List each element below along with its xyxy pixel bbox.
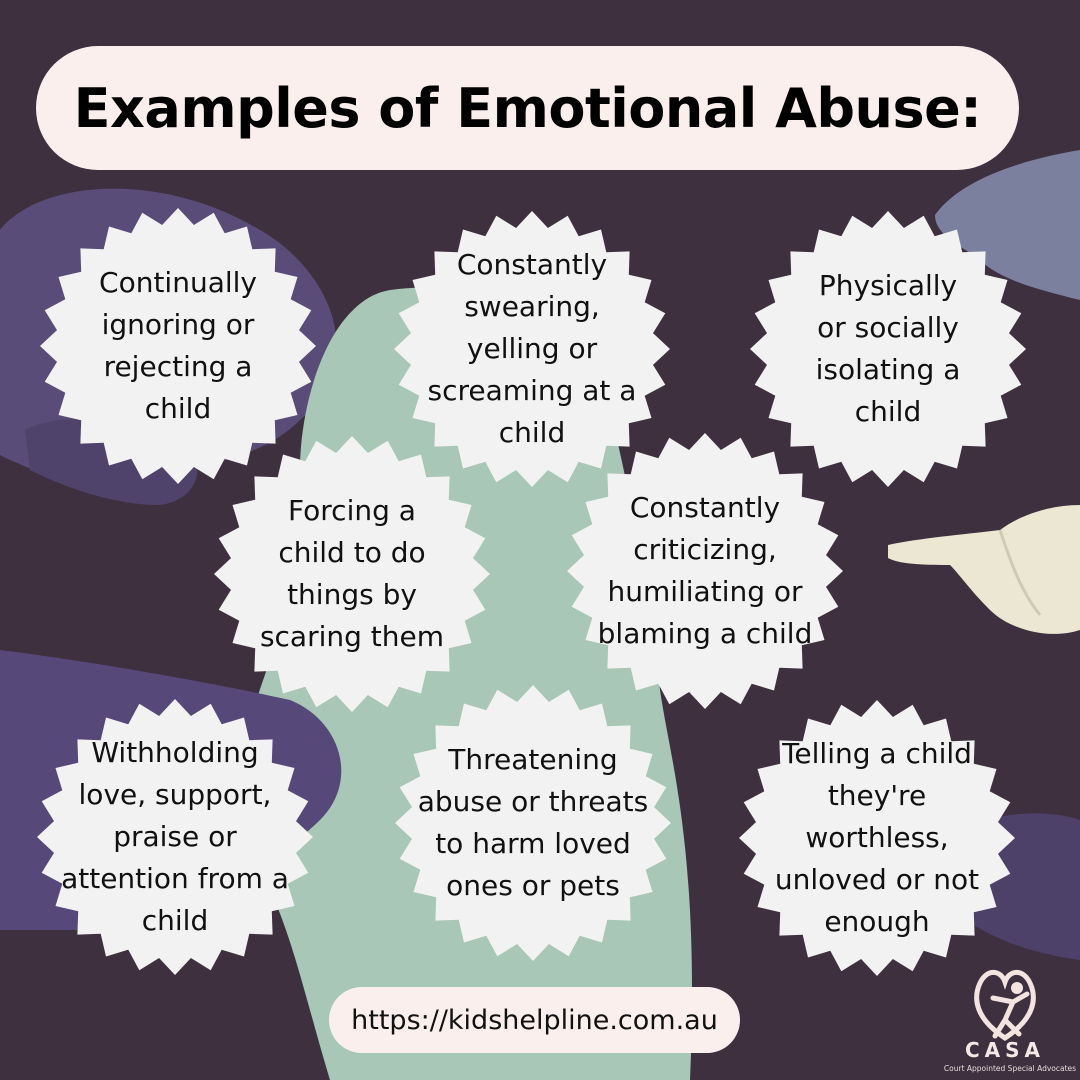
badge-shape: [395, 685, 671, 961]
example-text: Continually ignoring or rejecting a chil…: [99, 266, 257, 425]
badge-shape: [214, 436, 490, 712]
helpline-url[interactable]: https://kidshelpline.com.au: [351, 1004, 718, 1036]
starburst-shape: [567, 433, 843, 709]
pointing-hand: [888, 505, 1080, 634]
example-text: Withholding love, support, praise or att…: [61, 736, 289, 937]
starburst-shape: [394, 211, 670, 487]
badge-shape: [37, 699, 313, 975]
starburst-shape: [750, 211, 1026, 487]
badge-shape: [394, 211, 670, 487]
casa-logo: CASA Court Appointed Special Advocates: [935, 958, 1076, 1078]
example-badge-2: Constantly swearing, yelling or screamin…: [392, 209, 672, 489]
page-title: Examples of Emotional Abuse:: [73, 76, 982, 140]
example-text: Constantly criticizing, humiliating or b…: [597, 491, 813, 650]
example-badge-1: Continually ignoring or rejecting a chil…: [38, 206, 318, 486]
starburst-shape: [37, 699, 313, 975]
example-badge-7: Threatening abuse or threats to harm lov…: [393, 683, 673, 963]
example-text: Threatening abuse or threats to harm lov…: [417, 743, 649, 902]
url-pill[interactable]: https://kidshelpline.com.au: [329, 987, 740, 1053]
example-text: Physically or socially isolating a child: [815, 269, 961, 428]
starburst-shape: [40, 208, 316, 484]
example-text: Constantly swearing, yelling or screamin…: [427, 248, 637, 449]
example-text: Telling a child they're worthless, unlov…: [774, 737, 980, 938]
example-text: Forcing a child to do things by scaring …: [259, 494, 445, 653]
example-badge-3: Physically or socially isolating a child: [748, 209, 1028, 489]
example-badge-6: Withholding love, support, praise or att…: [35, 697, 315, 977]
example-badge-8: Telling a child they're worthless, unlov…: [737, 698, 1017, 978]
badge-shape: [750, 211, 1026, 487]
badge-shape: [567, 433, 843, 709]
title-pill: Examples of Emotional Abuse:: [36, 46, 1019, 170]
badge-shape: [40, 208, 316, 484]
badge-shape: [739, 700, 1015, 976]
example-badge-4: Forcing a child to do things by scaring …: [212, 434, 492, 714]
example-badge-5: Constantly criticizing, humiliating or b…: [565, 431, 845, 711]
heart-person-icon: [974, 969, 1036, 1042]
logo-name: CASA: [964, 1038, 1046, 1062]
logo-tagline: Court Appointed Special Advocates: [943, 1064, 1077, 1073]
starburst-shape: [214, 436, 490, 712]
starburst-shape: [395, 685, 671, 961]
grey-hand-top-right: [935, 150, 1080, 300]
starburst-shape: [739, 700, 1015, 976]
